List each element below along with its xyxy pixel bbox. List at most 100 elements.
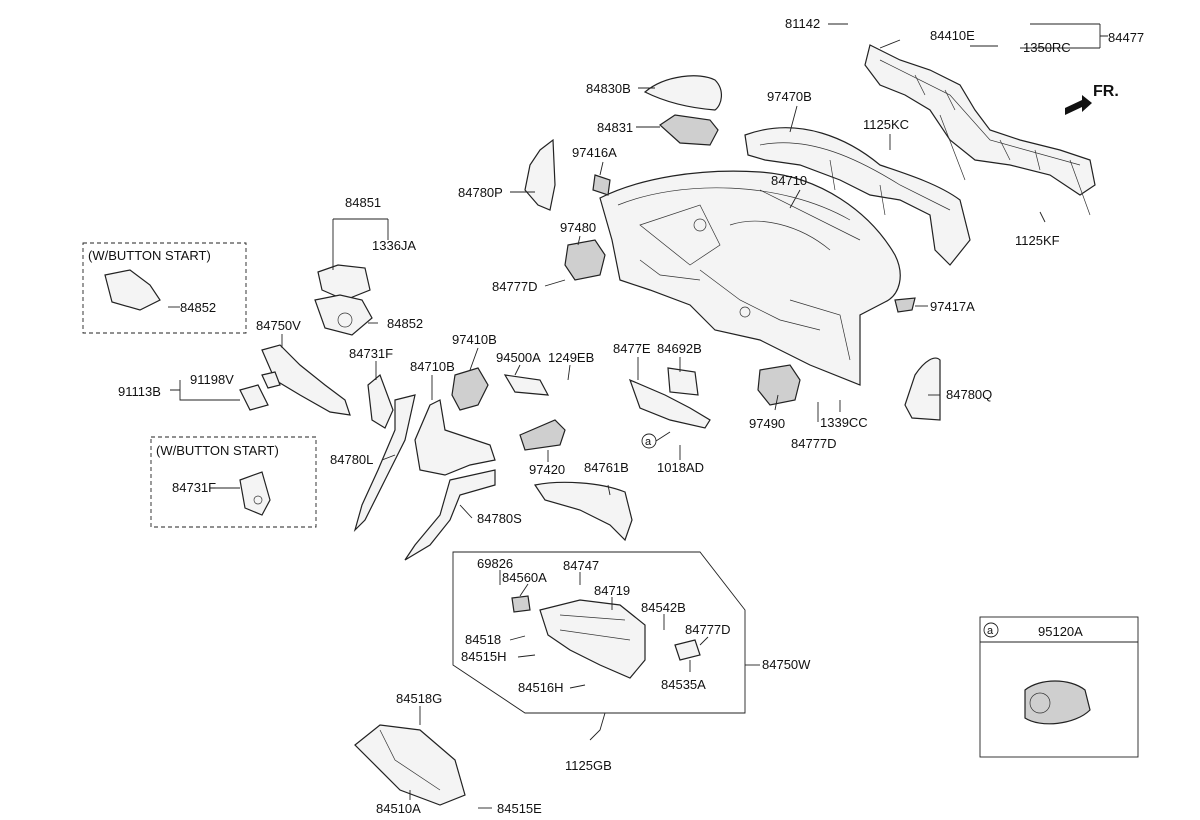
cowl-cross-bar (864, 44, 1096, 216)
defroster-duct (744, 127, 971, 266)
label-circle-ref-marker: a (645, 436, 652, 448)
column-shroud (314, 294, 373, 336)
start-switch-module (1024, 680, 1091, 725)
part-label: 1125KC (863, 117, 909, 132)
part-label: 84535A (661, 677, 706, 692)
part-label: 84692B (657, 341, 702, 356)
crash-pad-main-panel (599, 170, 901, 386)
side-air-vent-right (757, 364, 801, 406)
glove-box-assembly (539, 599, 646, 679)
label-detail-part: 95120A (1038, 624, 1083, 639)
audio-panel-vent (519, 419, 566, 451)
part-label: 84516H (518, 680, 564, 695)
part-label: 84542B (641, 600, 686, 615)
part-label: 84852 (387, 316, 423, 331)
label-circle-ref-detail: a (987, 625, 994, 637)
fuse-cover (239, 384, 269, 411)
part-label: 84777D (685, 622, 731, 637)
center-air-vent (451, 367, 489, 411)
part-label: 84747 (563, 558, 599, 573)
part-label: 84731F (172, 480, 216, 495)
fuse-cover-small (261, 371, 281, 389)
part-label: 84780S (477, 511, 522, 526)
part-label: 97470B (767, 89, 812, 104)
part-label: 84515E (497, 801, 542, 816)
part-label: 84780Q (946, 387, 992, 402)
button-start-box-bottom (150, 436, 317, 528)
ref-detail-box (979, 616, 1139, 758)
part-label: 84518G (396, 691, 442, 706)
vent-grille-left (592, 174, 611, 196)
glove-box-damper (674, 639, 701, 661)
column-shroud-button-start (104, 269, 161, 311)
leader-lines (168, 23, 1108, 809)
part-label: 1336JA (372, 238, 416, 253)
part-label: 1125GB (565, 758, 612, 773)
part-label: 84731F (349, 346, 393, 361)
crash-pad-side-cover-left (524, 138, 556, 211)
part-label: 97417A (930, 299, 975, 314)
part-label: 97490 (749, 416, 785, 431)
center-air-vent-left (564, 239, 606, 281)
part-label: 84851 (345, 195, 381, 210)
part-label: 97416A (572, 145, 617, 160)
glove-box-housing (354, 724, 466, 806)
front-direction-arrow-icon (1065, 95, 1092, 115)
label-orientation: FR. (1093, 83, 1119, 100)
part-label: 1339CC (820, 415, 868, 430)
part-label: 91198V (190, 372, 234, 387)
lower-column-cover (317, 264, 371, 301)
pedal-cover (367, 373, 394, 429)
part-label: 84830B (586, 81, 631, 96)
label-button-start-bottom: (W/BUTTON START) (156, 443, 279, 458)
lower-crash-pad-panel (261, 344, 351, 416)
part-label: 84510A (376, 801, 421, 816)
part-label: 84777D (492, 279, 538, 294)
part-label: 84477 (1108, 30, 1144, 45)
part-label: 84780P (458, 185, 503, 200)
part-label: 84518 (465, 632, 501, 647)
part-label: 97410B (452, 332, 497, 347)
part-label: 84777D (791, 436, 837, 451)
part-label: 84831 (597, 120, 633, 135)
part-label: 1249EB (548, 350, 594, 365)
part-label: 84750V (256, 318, 301, 333)
glove-box-detail-frame (452, 551, 746, 714)
part-label: 84719 (594, 583, 630, 598)
glove-box-upper-cover (534, 481, 633, 542)
bracket-cover (667, 367, 699, 396)
part-label: 91113B (118, 384, 161, 399)
cluster-housing (659, 114, 719, 146)
center-fascia-side-trim-left (353, 394, 416, 533)
hazard-switch-module (503, 374, 550, 396)
pedal-cover-button-start (239, 471, 271, 516)
part-label: 84410E (930, 28, 975, 43)
cluster-fascia-top-cover (643, 75, 722, 111)
part-label: 69826 (477, 556, 513, 571)
part-label: 97420 (529, 462, 565, 477)
part-label: 84780L (330, 452, 373, 467)
part-label: 81142 (785, 16, 820, 31)
part-label: 84852 (180, 300, 216, 315)
part-label: 84710B (410, 359, 455, 374)
part-label: 84710 (771, 173, 807, 188)
center-bracket (628, 378, 711, 429)
glove-box-lock (511, 595, 531, 613)
center-fascia-side-trim-right (404, 469, 496, 561)
part-label: 84560A (502, 570, 547, 585)
part-label: 8477E (613, 341, 651, 356)
part-label: 84515H (461, 649, 507, 664)
part-label: 1018AD (657, 460, 704, 475)
part-label: 97480 (560, 220, 596, 235)
part-label: 84750W (762, 657, 811, 672)
part-label: 1125KF (1015, 233, 1060, 248)
label-button-start-top: (W/BUTTON START) (88, 248, 211, 263)
vent-grille-right (894, 297, 916, 313)
part-labels: FR. (W/BUTTON START) (W/BUTTON START) a … (88, 16, 1144, 816)
part-label: 1350RC (1023, 40, 1071, 55)
crash-pad-side-cover-right (904, 357, 941, 421)
part-label: 84761B (584, 460, 629, 475)
center-fascia-panel (414, 399, 496, 476)
part-label: 94500A (496, 350, 541, 365)
